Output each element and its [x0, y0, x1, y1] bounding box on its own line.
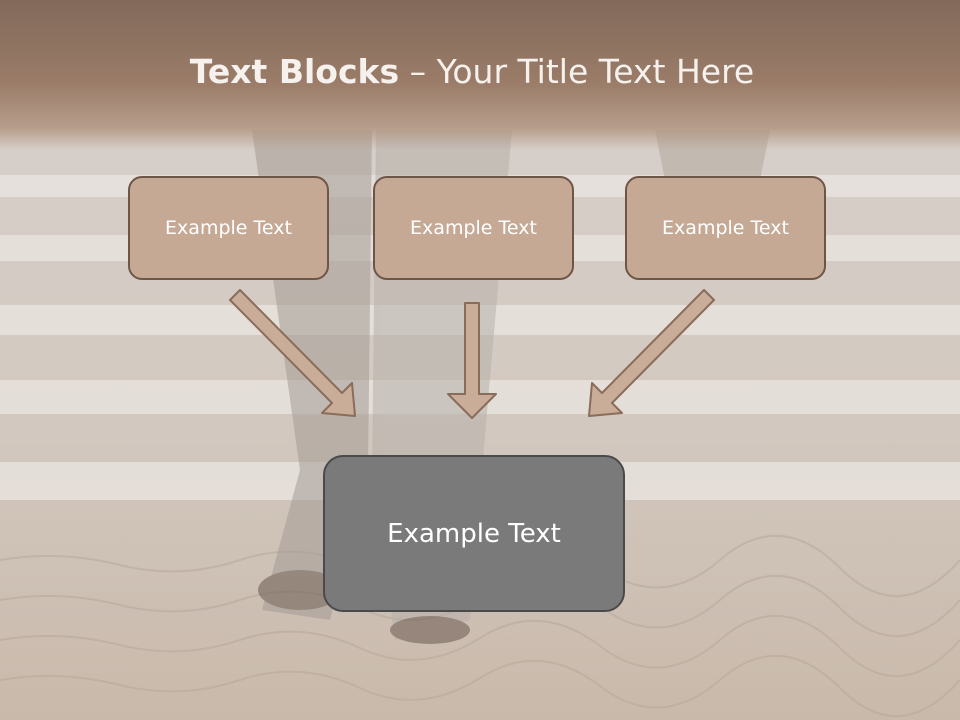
arrow-right-icon [588, 289, 715, 417]
title-band [0, 0, 960, 150]
arrow-left-icon [229, 289, 356, 417]
text-block-3[interactable]: Example Text [625, 176, 826, 280]
text-block-1[interactable]: Example Text [128, 176, 329, 280]
main-text-block[interactable]: Example Text [323, 455, 625, 612]
slide-title: Text Blocks – Your Title Text Here [0, 52, 944, 91]
text-block-2[interactable]: Example Text [373, 176, 574, 280]
main-text-block-label: Example Text [387, 518, 561, 549]
title-rest: – Your Title Text Here [399, 52, 755, 91]
text-block-1-label: Example Text [165, 217, 292, 239]
text-block-3-label: Example Text [662, 217, 789, 239]
text-block-2-label: Example Text [410, 217, 537, 239]
title-bold: Text Blocks [189, 52, 400, 91]
arrow-down-icon [447, 302, 497, 419]
